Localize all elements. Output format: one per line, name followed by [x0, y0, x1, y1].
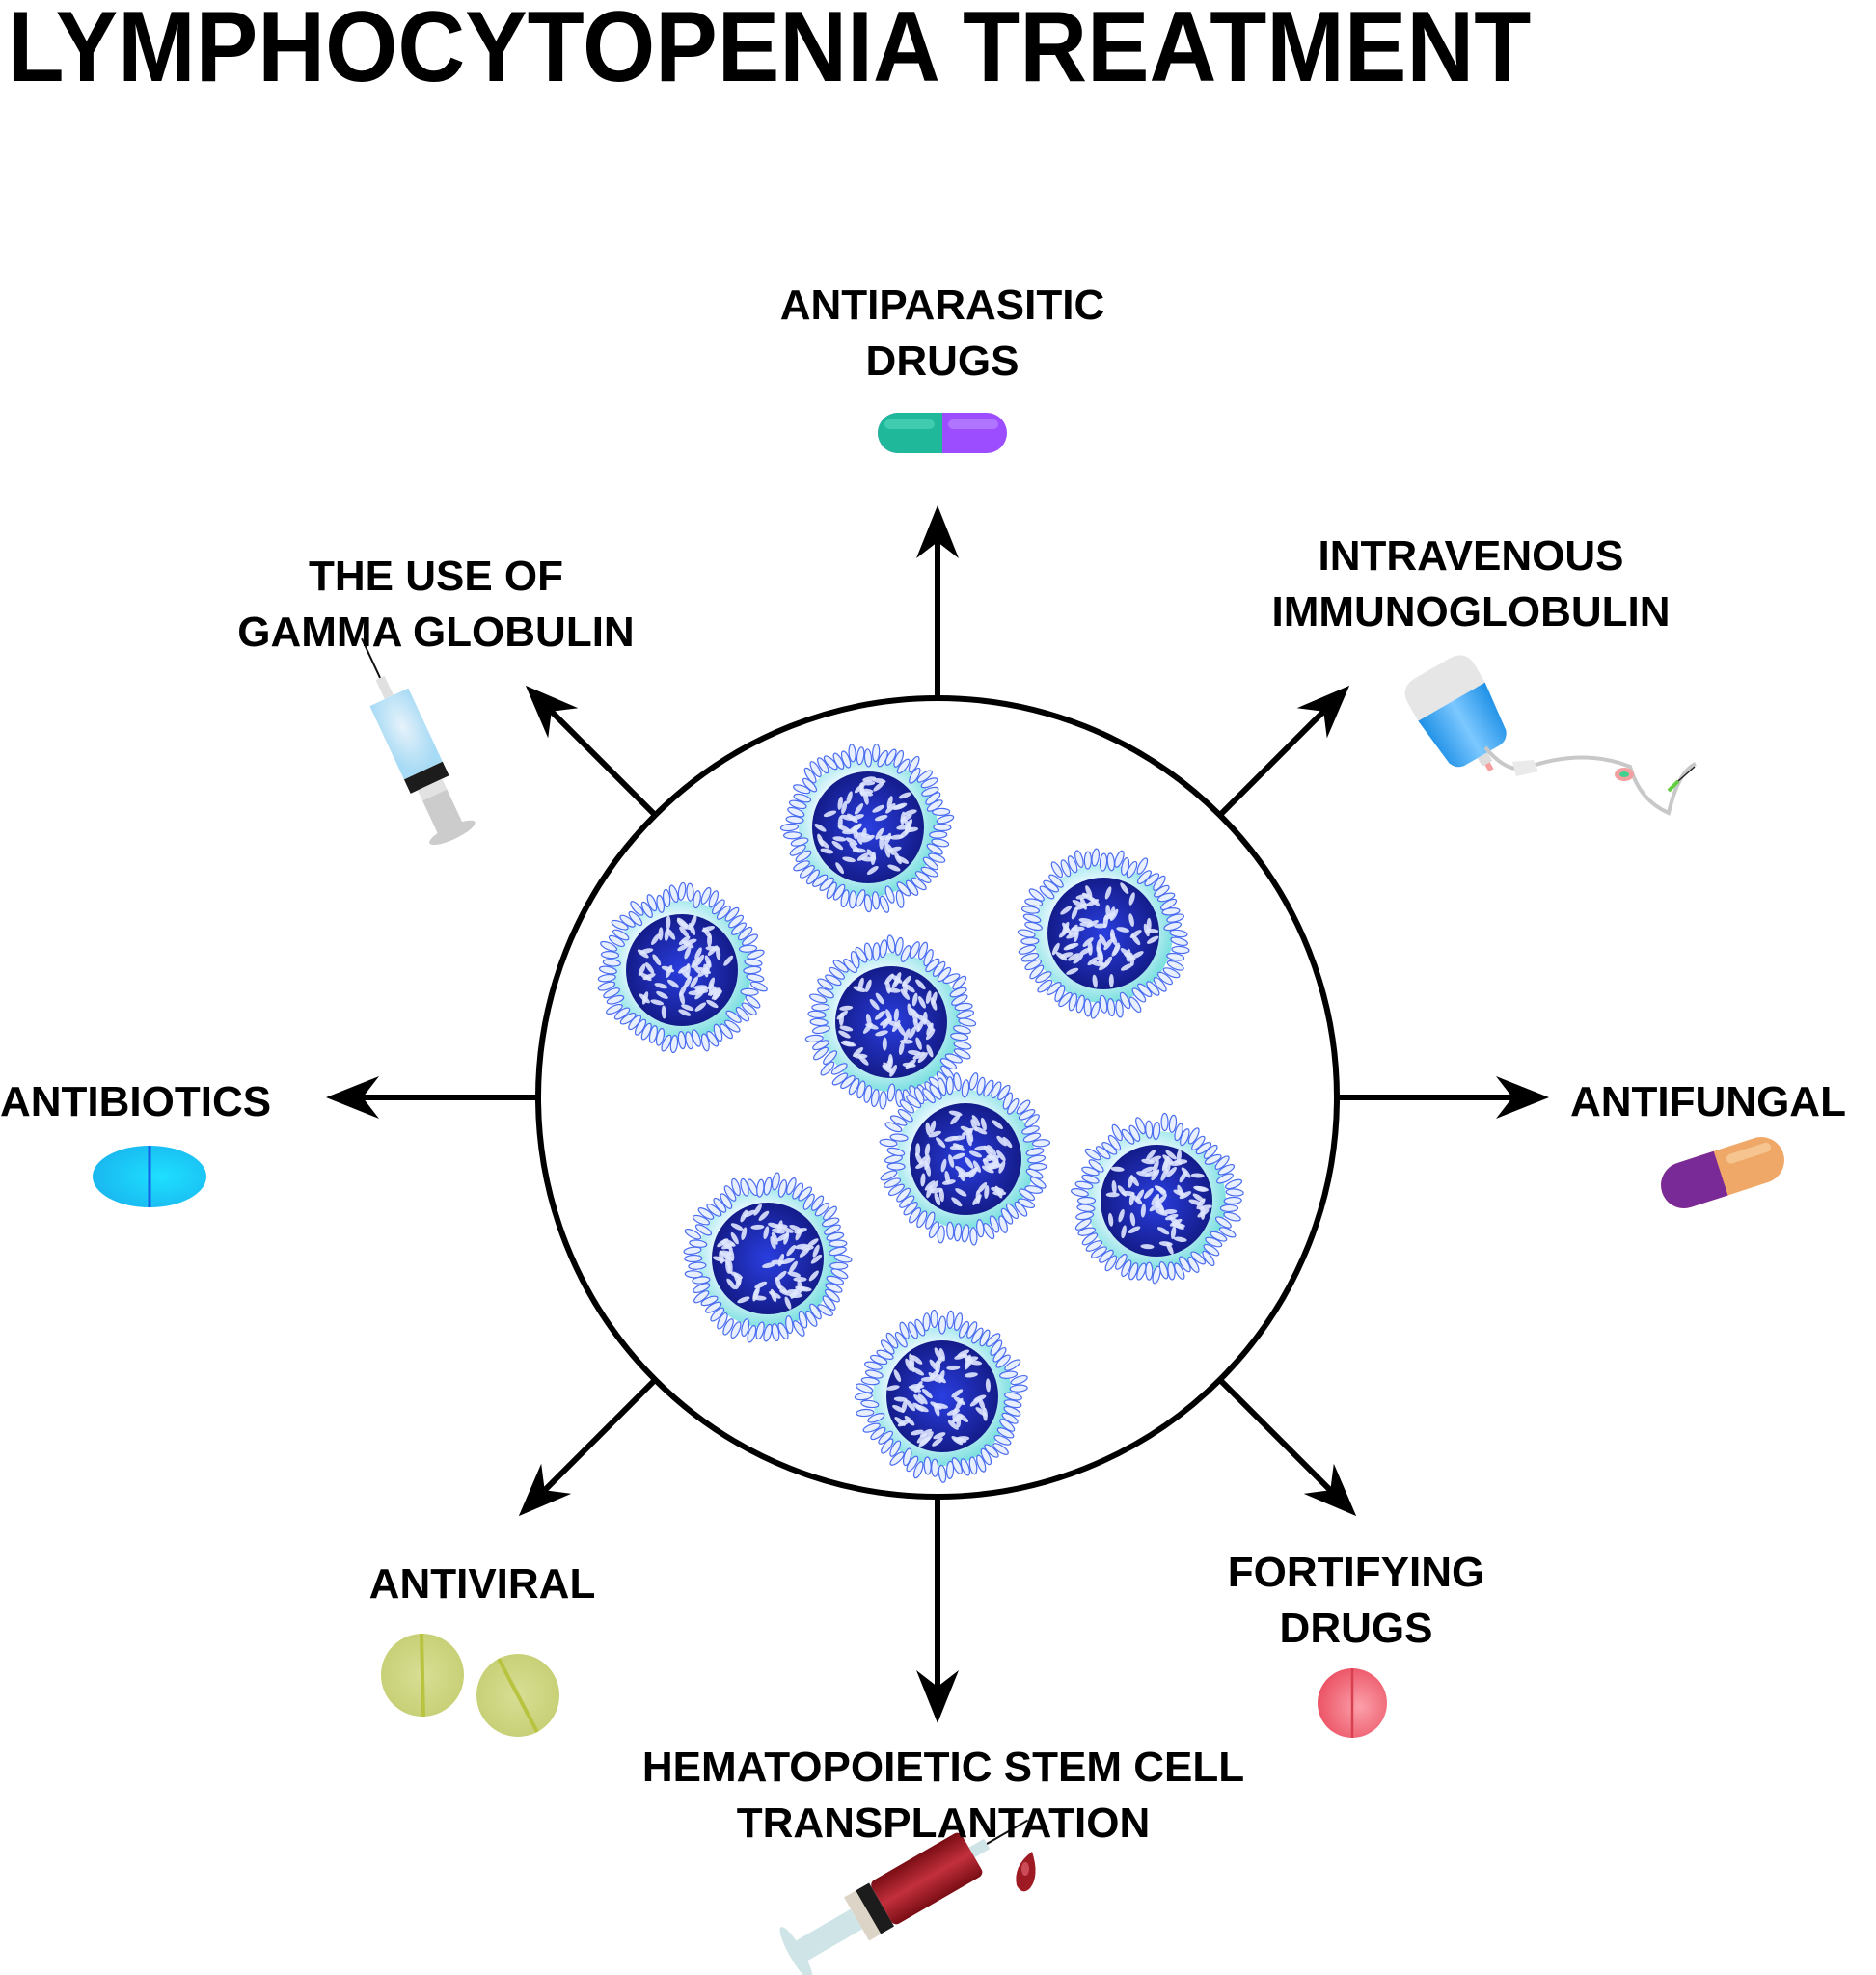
arrow-antiparasitic — [916, 505, 959, 698]
arrow-stem-cell — [916, 1497, 959, 1723]
arrowhead — [1303, 1463, 1357, 1517]
page-title: LYMPHOCYTOPENIA TREATMENT — [7, 0, 1532, 103]
lymphocyte-cell — [879, 1072, 1051, 1246]
arrow-shaft — [536, 1377, 658, 1499]
arrow-antifungal — [1337, 1076, 1549, 1119]
lymphocyte-cell — [597, 881, 768, 1054]
label-gamma-globulin: THE USE OF GAMMA GLOBULIN — [237, 553, 635, 656]
lymphocyte-cell — [683, 1172, 853, 1343]
oval-tablet-icon — [93, 1146, 206, 1207]
arrow-shaft — [543, 703, 658, 818]
label-antiviral: ANTIVIRAL — [368, 1560, 596, 1608]
iv-drip-icon — [1404, 655, 1697, 816]
capsule-icon — [878, 413, 1007, 453]
arrow-antibiotics — [326, 1076, 538, 1119]
arrow-shaft — [1217, 703, 1332, 818]
arrowhead — [326, 1076, 379, 1119]
round-pill-icon — [1318, 1668, 1387, 1738]
lymphocyte-cell — [804, 934, 977, 1110]
lymphocyte-cell — [779, 743, 955, 913]
lymphocyte-cell — [854, 1309, 1028, 1483]
label-antifungal: ANTIFUNGAL — [1570, 1078, 1846, 1125]
label-stem-cell: HEMATOPOIETIC STEM CELL TRANSPLANTATION — [641, 1744, 1245, 1847]
lymphocyte-cell — [1017, 848, 1190, 1019]
arrowhead — [525, 685, 579, 739]
round-pills-icon — [381, 1633, 559, 1737]
arrowhead — [1496, 1076, 1549, 1119]
label-fortifying: FORTIFYING DRUGS — [1227, 1549, 1485, 1652]
blood-syringe-icon — [779, 1819, 1036, 1975]
label-antiparasitic: ANTIPARASITIC DRUGS — [779, 282, 1105, 385]
arrow-fortifying — [1217, 1377, 1357, 1517]
lymphocyte-cell — [1071, 1112, 1244, 1285]
arrow-shaft — [1217, 1377, 1339, 1499]
arrow-gamma-globulin — [525, 685, 658, 818]
arrow-antiviral — [518, 1377, 658, 1517]
arrow-intravenous-immunoglobulin — [1217, 685, 1350, 818]
label-intravenous-immunoglobulin: INTRAVENOUS IMMUNOGLOBULIN — [1271, 532, 1671, 636]
syringe-icon — [361, 637, 476, 846]
arrowhead — [518, 1463, 572, 1517]
label-antibiotics: ANTIBIOTICS — [0, 1078, 272, 1125]
arrowhead — [1296, 685, 1350, 739]
capsule-icon — [1661, 1137, 1784, 1208]
arrowhead — [916, 505, 959, 558]
arrows — [326, 505, 1549, 1723]
arrowhead — [916, 1670, 959, 1723]
lymphocyte-cells — [597, 743, 1244, 1483]
